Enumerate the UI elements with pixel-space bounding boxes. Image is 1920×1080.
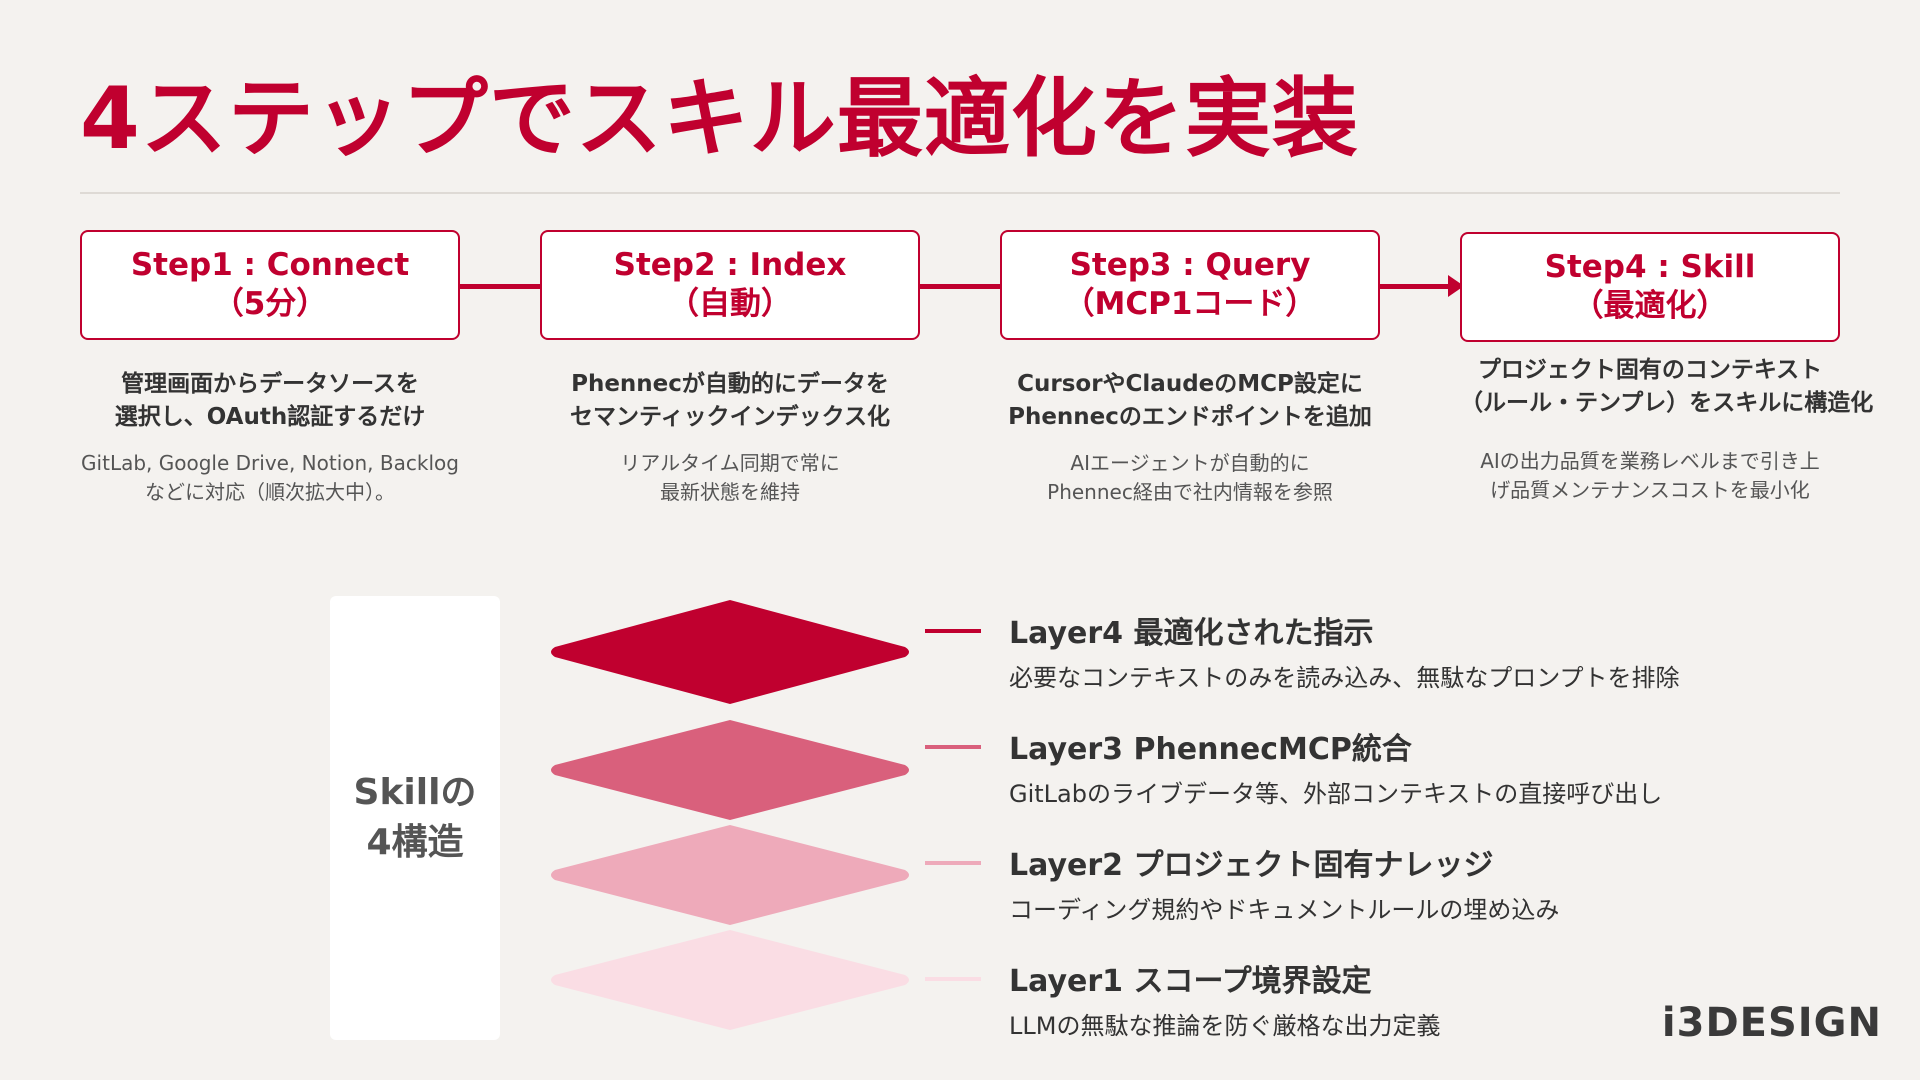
step-1-note-line-1: GitLab, Google Drive, Notion, Backlog	[81, 450, 459, 475]
step-4-box: Step4 : Skill （最適化）	[1460, 232, 1840, 342]
step-2-description: Phennecが自動的にデータを セマンティックインデックス化	[540, 368, 920, 435]
company-logo: i3DESIGN	[1661, 1000, 1882, 1046]
step-connector-3-4	[1380, 284, 1450, 289]
page-title: 4ステップでスキル最適化を実装	[80, 69, 1359, 169]
step-3: Step3 : Query （MCP1コード） CursorやClaudeのMC…	[1000, 230, 1380, 507]
step-2: Step2 : Index （自動） Phennecが自動的にデータを セマンテ…	[540, 230, 920, 507]
step-connector-1-2	[460, 284, 542, 289]
layer-2-title: Layer2 プロジェクト固有ナレッジ	[1009, 848, 1494, 883]
step-1: Step1 : Connect （5分） 管理画面からデータソースを 選択し、O…	[80, 230, 460, 507]
step-1-sub: （5分）	[212, 286, 328, 322]
step-2-note-line-2: 最新状態を維持	[660, 479, 800, 504]
layer-2-marker	[925, 861, 981, 865]
layer-4-marker	[925, 629, 981, 633]
step-3-note-line-2: Phennec経由で社内情報を参照	[1047, 479, 1333, 504]
step-4-note-line-1: AIの出力品質を業務レベルまで引き上	[1480, 448, 1820, 473]
step-1-name: Step1 : Connect	[130, 247, 410, 284]
step-3-desc-line-1: CursorやClaudeのMCP設定に	[1017, 371, 1363, 397]
step-3-sub: （MCP1コード）	[1063, 286, 1317, 322]
layer-3-shape	[551, 720, 909, 820]
layer-4-shape	[551, 600, 909, 704]
step-3-box: Step3 : Query （MCP1コード）	[1000, 230, 1380, 340]
step-2-name: Step2 : Index	[613, 247, 847, 284]
step-4-desc-line-1: プロジェクト固有のコンテキスト	[1477, 357, 1823, 383]
layer-1-description: LLMの無駄な推論を防ぐ厳格な出力定義	[1009, 1012, 1441, 1040]
step-1-desc-line-1: 管理画面からデータソースを	[121, 371, 419, 397]
skill-label-line-1: Skillの	[353, 771, 477, 813]
step-connector-2-3	[920, 284, 1002, 289]
layer-1-marker	[925, 977, 981, 981]
step-4-note: AIの出力品質を業務レベルまで引き上 げ品質メンテナンスコストを最小化	[1460, 447, 1840, 505]
step-1-note: GitLab, Google Drive, Notion, Backlog など…	[80, 449, 460, 507]
layer-stack-diagram	[551, 600, 909, 1030]
step-1-box: Step1 : Connect （5分）	[80, 230, 460, 340]
step-2-note: リアルタイム同期で常に 最新状態を維持	[540, 449, 920, 507]
step-3-note-line-1: AIエージェントが自動的に	[1070, 450, 1310, 475]
layer-4-title: Layer4 最適化された指示	[1009, 616, 1374, 651]
layer-4-description: 必要なコンテキストのみを読み込み、無駄なプロンプトを排除	[1009, 664, 1680, 692]
step-1-desc-line-2: 選択し、OAuth認証するだけ	[114, 404, 426, 431]
step-1-note-line-2: などに対応（順次拡大中）。	[145, 479, 395, 504]
layer-1-title: Layer1 スコープ境界設定	[1009, 964, 1372, 999]
step-4-name: Step4 : Skill	[1544, 249, 1756, 286]
step-4: Step4 : Skill （最適化） プロジェクト固有のコンテキスト （ルール…	[1460, 232, 1874, 505]
skill-structure-label: Skillの 4構造	[330, 596, 500, 1040]
step-2-desc-line-1: Phennecが自動的にデータを	[571, 371, 889, 397]
layer-2-description: コーディング規約やドキュメントルールの埋め込み	[1009, 896, 1560, 924]
step-2-sub: （自動）	[668, 286, 792, 322]
step-4-desc-line-2: （ルール・テンプレ）をスキルに構造化	[1460, 390, 1874, 417]
step-4-sub: （最適化）	[1572, 288, 1728, 324]
layer-2-shape	[551, 825, 909, 925]
step-3-name: Step3 : Query	[1069, 247, 1311, 284]
skill-label-line-2: 4構造	[366, 822, 464, 863]
layer-1-shape	[551, 930, 909, 1030]
step-4-description: プロジェクト固有のコンテキスト （ルール・テンプレ）をスキルに構造化	[1460, 354, 1874, 421]
step-3-desc-line-2: Phennecのエンドポイントを追加	[1008, 404, 1372, 431]
layer-3-marker	[925, 745, 981, 749]
step-4-note-line-2: げ品質メンテナンスコストを最小化	[1490, 477, 1810, 502]
step-1-description: 管理画面からデータソースを 選択し、OAuth認証するだけ	[80, 368, 460, 435]
title-divider	[80, 192, 1840, 194]
step-2-note-line-1: リアルタイム同期で常に	[620, 450, 840, 475]
step-3-note: AIエージェントが自動的に Phennec経由で社内情報を参照	[1000, 449, 1380, 507]
step-2-desc-line-2: セマンティックインデックス化	[570, 404, 890, 431]
step-2-box: Step2 : Index （自動）	[540, 230, 920, 340]
step-3-description: CursorやClaudeのMCP設定に Phennecのエンドポイントを追加	[1000, 368, 1380, 435]
layer-3-description: GitLabのライブデータ等、外部コンテキストの直接呼び出し	[1009, 780, 1663, 808]
layer-3-title: Layer3 PhennecMCP統合	[1009, 732, 1412, 767]
